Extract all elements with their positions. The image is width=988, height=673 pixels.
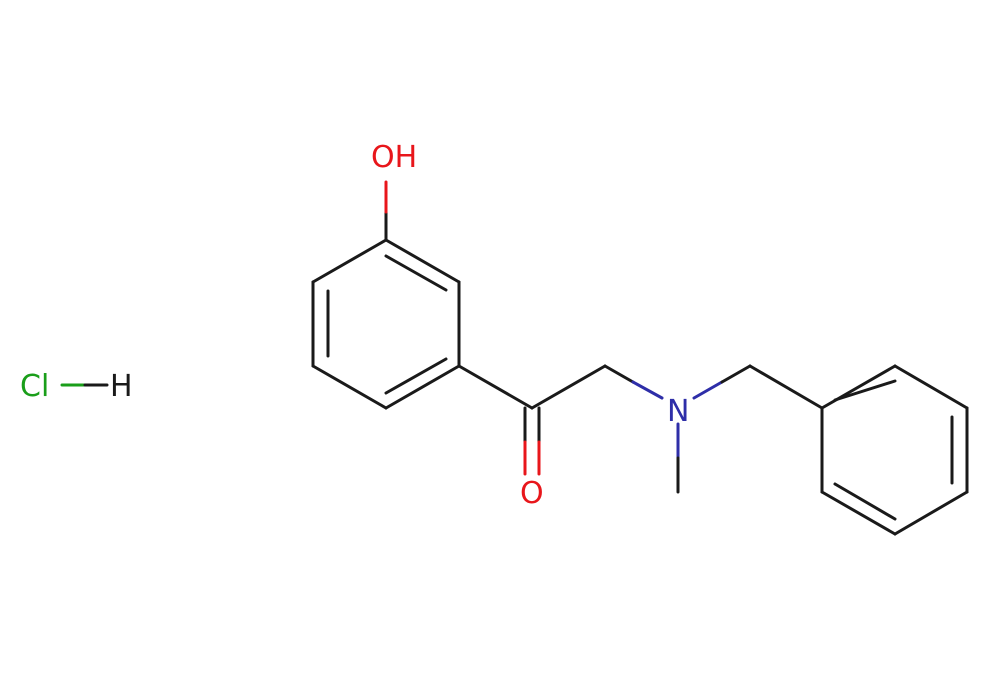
ring-bond (820, 490, 897, 536)
nitrogen-benzyl-bond-nitrogen (692, 380, 724, 400)
ring-inner-double-bond (384, 254, 448, 292)
carbonyl-oxygen-label: O (520, 476, 544, 511)
ring-bond (311, 364, 388, 410)
ring-bond (893, 364, 969, 410)
ring-inner-double-bond (833, 482, 897, 521)
methylene-nitrogen-bond-nitrogen (631, 380, 664, 400)
nitrogen-benzyl-bond-carbon (720, 364, 752, 384)
ring-inner-double-bond (833, 379, 897, 402)
ring-inner-double-bond (384, 357, 448, 395)
ring-bond (820, 364, 897, 410)
ring-bond (311, 238, 388, 284)
hydroxyl-label: OH (371, 140, 417, 175)
ring-bond (893, 490, 969, 536)
ring-bond (384, 364, 461, 410)
phenyl-ring (820, 364, 969, 536)
amine-nitrogen-label: N (667, 394, 689, 429)
chlorine-label: Cl (20, 369, 49, 404)
aryl-carbonyl-bond (457, 364, 534, 410)
hydroxyphenyl-ring (311, 238, 461, 410)
benzyl-phenyl-bond (748, 364, 824, 410)
hydrogen-label: H (110, 369, 133, 404)
ring-bond (384, 238, 461, 284)
methylene-nitrogen-bond-carbon (603, 364, 635, 384)
carbonyl-methylene-bond (530, 364, 607, 410)
